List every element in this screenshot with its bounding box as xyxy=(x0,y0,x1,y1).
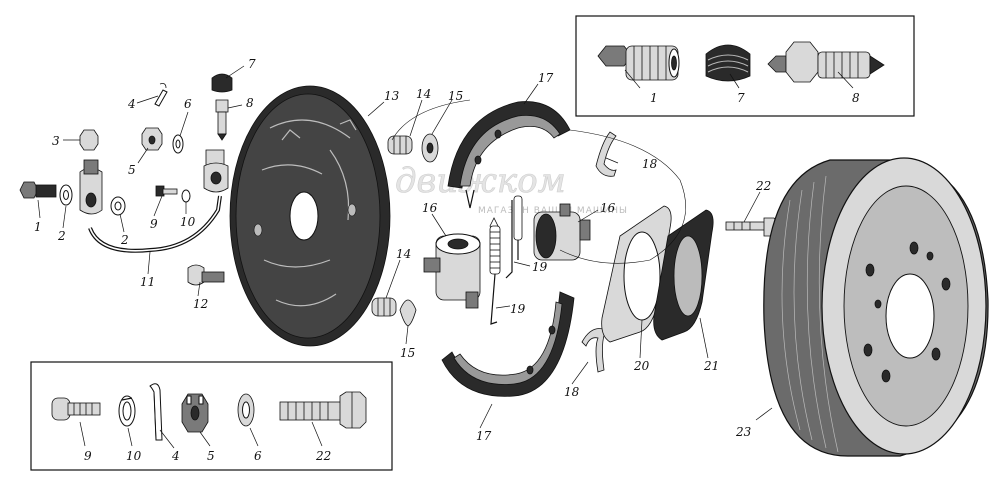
part-cotter-pin-4 xyxy=(154,83,168,107)
label-18-upper: 18 xyxy=(642,157,658,171)
inset-part-bolt-1 xyxy=(597,45,680,81)
label-13: 13 xyxy=(384,89,400,103)
part-cap-7 xyxy=(211,73,233,93)
label-4-inset: 4 xyxy=(171,449,180,463)
part-wheel-cylinder-16-left xyxy=(423,233,481,309)
part-lockwasher-10 xyxy=(181,189,191,203)
label-9: 9 xyxy=(150,217,158,231)
label-19-upper: 19 xyxy=(532,260,548,274)
label-22: 22 xyxy=(755,179,771,193)
inset-part-cap-7 xyxy=(705,44,751,82)
leader-lines xyxy=(37,65,854,449)
part-nut-3 xyxy=(79,129,99,151)
part-washer-15-lower xyxy=(399,299,417,327)
label-5-inset: 5 xyxy=(207,449,215,463)
label-22-inset: 22 xyxy=(315,449,331,463)
part-tee-fitting xyxy=(79,159,103,215)
label-3: 3 xyxy=(52,134,60,148)
part-gasket-20 xyxy=(601,205,672,343)
part-wheel-cylinder-16-right xyxy=(533,203,591,261)
part-clip-18-upper xyxy=(595,131,617,177)
part-wheel-bolt-22 xyxy=(725,217,779,237)
part-bolt-1 xyxy=(19,181,57,199)
label-15-upper: 15 xyxy=(448,89,463,103)
label-16-left: 16 xyxy=(422,201,438,215)
watermark-logo: движком xyxy=(395,161,566,201)
part-eccentric-12 xyxy=(187,264,225,286)
part-backing-plate-13 xyxy=(229,85,391,347)
label-14-upper: 14 xyxy=(416,87,431,101)
label-1-inset: 1 xyxy=(650,91,658,105)
label-7-inset: 7 xyxy=(737,91,745,105)
assembly-outline xyxy=(391,99,687,264)
label-6: 6 xyxy=(184,97,192,111)
part-washer-15-upper xyxy=(421,133,439,163)
label-8: 8 xyxy=(246,96,254,110)
label-7: 7 xyxy=(248,57,256,71)
part-hose-end-fitting xyxy=(203,149,229,193)
label-2-mid: 2 xyxy=(120,233,129,247)
inset-part-washer-6 xyxy=(237,393,255,427)
label-15-lower: 15 xyxy=(400,346,415,360)
inset-part-cotter-pin-4 xyxy=(149,383,163,441)
label-23: 23 xyxy=(735,425,752,439)
inset-part-bleeder-8 xyxy=(767,41,885,83)
label-4: 4 xyxy=(127,97,136,111)
inset-part-bolt-9 xyxy=(51,397,101,421)
part-brake-shoe-17-upper xyxy=(447,101,571,209)
label-9-inset: 9 xyxy=(84,449,92,463)
part-clip-18-lower xyxy=(581,328,607,373)
label-21: 21 xyxy=(703,359,719,373)
label-1: 1 xyxy=(34,220,42,234)
label-8-inset: 8 xyxy=(852,91,860,105)
inset-part-bolt-22 xyxy=(279,391,367,429)
label-18-lower: 18 xyxy=(564,385,580,399)
label-16-right: 16 xyxy=(600,201,616,215)
part-castle-nut-5 xyxy=(141,127,163,151)
label-17-lower: 17 xyxy=(476,429,492,443)
part-brake-shoe-17-lower xyxy=(441,291,575,397)
part-washer-2-mid xyxy=(110,196,126,216)
bottom-left-inset-frame xyxy=(30,361,393,471)
part-return-spring-19 xyxy=(489,195,523,325)
label-17-upper: 17 xyxy=(538,71,554,85)
part-brake-hose-11 xyxy=(88,195,222,253)
label-6-inset: 6 xyxy=(254,449,262,463)
part-bleeder-8 xyxy=(215,99,229,141)
label-12: 12 xyxy=(193,297,208,311)
label-5: 5 xyxy=(128,163,136,177)
label-14-lower: 14 xyxy=(396,247,411,261)
part-gasket-21 xyxy=(653,209,714,341)
part-brake-drum-23 xyxy=(763,157,989,457)
inset-part-lockwasher-10 xyxy=(118,395,136,427)
part-bolt-9 xyxy=(155,185,178,197)
inset-part-castle-nut-5 xyxy=(181,393,209,433)
label-10: 10 xyxy=(180,215,196,229)
part-number-labels: 1 7 8 1 2 2 3 4 5 6 7 8 9 10 11 12 13 14… xyxy=(34,57,860,463)
label-20: 20 xyxy=(633,359,650,373)
label-10-inset: 10 xyxy=(126,449,142,463)
label-2-left: 2 xyxy=(57,229,66,243)
part-spring-14-lower xyxy=(371,297,397,317)
top-right-inset-frame xyxy=(575,15,915,117)
label-19-lower: 19 xyxy=(510,302,526,316)
part-washer-2-left xyxy=(59,184,73,206)
part-washer-6 xyxy=(172,134,184,154)
label-11: 11 xyxy=(140,275,155,289)
watermark: движком МАГАЗИН ВАШЕЙ МАШИНЫ xyxy=(395,161,627,216)
part-spring-14-upper xyxy=(387,135,413,155)
